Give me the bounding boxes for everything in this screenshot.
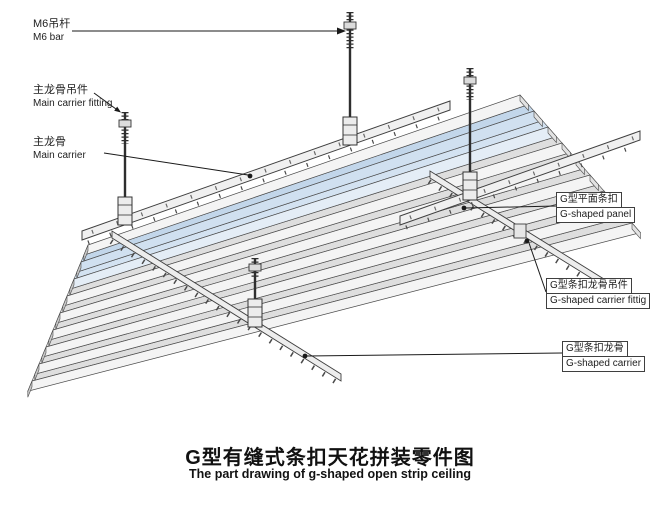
strip-end-cap — [589, 174, 599, 192]
label-g-carrier-zh: G型条扣龙骨 — [562, 341, 628, 357]
strip-end-cap — [76, 261, 82, 279]
leader-g-carrier-fitting — [528, 242, 547, 293]
label-g-carrier-fitting: G型条扣龙骨吊件 G-shaped carrier fittig — [546, 278, 651, 309]
label-g-panel: G型平面条扣 G-shaped panel — [556, 192, 636, 223]
g-carrier-1 — [109, 230, 342, 387]
label-g-panel-zh: G型平面条扣 — [556, 192, 622, 208]
hanger-assembly-2 — [342, 12, 358, 146]
label-g-carrier: G型条扣龙骨 G-shaped carrier — [562, 341, 646, 372]
main-carrier-fitting-block — [462, 171, 478, 201]
label-main-carrier-en: Main carrier — [33, 150, 86, 161]
leader-dot — [302, 353, 308, 359]
strip-end-cap — [631, 222, 641, 240]
strip-end-cap — [83, 244, 89, 262]
hex-nut — [248, 263, 262, 272]
main-carrier-fitting-block — [342, 116, 358, 146]
hex-nut — [118, 119, 132, 128]
label-g-carrier-fitting-zh: G型条扣龙骨吊件 — [546, 278, 632, 294]
strip-end-cap — [533, 110, 543, 128]
leader-g-panel — [465, 205, 557, 209]
leader-main-carrier-fitting — [93, 92, 117, 110]
leader-lines — [72, 27, 563, 359]
label-m6-bar-en: M6 bar — [33, 32, 65, 43]
strip-end-cap — [519, 94, 529, 112]
hex-nut — [463, 76, 477, 85]
label-main-carrier-zh: 主龙骨 — [33, 136, 66, 148]
drawing-title-zh: G型有缝式条扣天花拼装零件图 — [185, 447, 475, 469]
g-carrier-clip-fitting — [513, 223, 527, 239]
strip-end-cap — [547, 126, 557, 144]
strip-end-cap — [27, 380, 33, 398]
strip-end-cap — [62, 295, 68, 313]
strip-end-cap — [69, 278, 75, 296]
label-g-carrier-fitting-en: G-shaped carrier fittig — [546, 293, 651, 309]
label-main-carrier-fitting: 主龙骨吊件 Main carrier fitting — [33, 84, 112, 110]
leader-g-carrier — [306, 352, 563, 357]
main-carrier-a — [81, 100, 451, 245]
label-g-carrier-en: G-shaped carrier — [562, 356, 646, 372]
strip-end-cap — [55, 312, 61, 330]
label-main-carrier: 主龙骨 Main carrier — [33, 136, 86, 162]
hanger-assembly-1 — [117, 112, 133, 226]
main-carrier-fitting-block — [117, 196, 133, 226]
leader-arrowhead — [114, 106, 121, 113]
main-carrier-b — [399, 130, 641, 230]
main-carrier-holes — [91, 104, 449, 234]
strip-end-cap — [41, 346, 47, 364]
label-m6-bar: M6吊杆 M6 bar — [33, 18, 70, 44]
hanger-assembly-3 — [462, 68, 478, 201]
leader-main-carrier — [103, 152, 249, 176]
leader-dot — [461, 205, 467, 211]
g-carrier-bar — [111, 230, 342, 382]
label-g-panel-en: G-shaped panel — [556, 207, 636, 223]
leader-dot — [247, 173, 253, 179]
strip-left-end-caps — [27, 244, 89, 398]
hex-nut — [343, 21, 357, 30]
label-m6-bar-zh: M6吊杆 — [33, 18, 71, 30]
label-main-carrier-fitting-en: Main carrier fitting — [33, 98, 113, 109]
strip-end-cap — [34, 363, 40, 381]
leader-dot — [524, 238, 530, 244]
g-carrier-fitting-block — [247, 298, 263, 328]
hanger-assembly-4 — [247, 258, 263, 328]
drawing-title-en: The part drawing of g-shaped open strip … — [189, 467, 471, 481]
strip-end-cap — [48, 329, 54, 347]
leader-arrowhead — [337, 27, 346, 35]
label-main-carrier-fitting-zh: 主龙骨吊件 — [33, 84, 88, 96]
